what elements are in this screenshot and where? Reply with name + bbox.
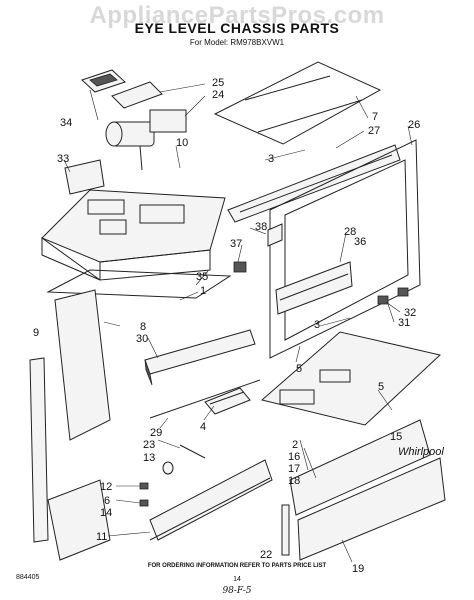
page-number: 14: [233, 576, 241, 583]
callout-32: 32: [404, 307, 416, 319]
part-block-6: [139, 499, 149, 507]
callout-15: 15: [390, 431, 402, 443]
callout-1: 1: [200, 285, 206, 297]
part-rod-29: [149, 379, 261, 419]
watermark: AppliancePartsPros.com: [89, 2, 385, 29]
callout-labels: 34 25 24 10 33 7 27 26 3 38 37 28 36 35 …: [33, 77, 420, 575]
callout-2: 2: [292, 439, 298, 451]
callout-4: 4: [200, 421, 206, 433]
part-spring-23: [179, 444, 206, 459]
part-post-22: [281, 504, 290, 556]
part-component-37: [233, 261, 247, 273]
ordering-note: FOR ORDERING INFORMATION REFER TO PARTS …: [147, 563, 327, 569]
callout-25: 25: [212, 77, 224, 89]
part-plate-25: [111, 81, 163, 109]
part-top-plate-34: [81, 69, 126, 93]
callout-5-right: 5: [378, 381, 384, 393]
part-post-9: [29, 357, 49, 543]
part-block-12: [139, 482, 149, 490]
part-bracket-38: [267, 223, 283, 247]
callout-36: 36: [354, 236, 366, 248]
callout-16: 16: [288, 451, 300, 463]
handwritten-mark: 98-F-5: [222, 586, 252, 596]
part-vent-4: [204, 387, 251, 415]
callout-23: 23: [143, 439, 155, 451]
leader-lines: [63, 83, 413, 563]
callout-24: 24: [212, 89, 224, 101]
document-number: 884405: [16, 574, 40, 581]
callout-8: 8: [140, 321, 146, 333]
callout-7: 7: [372, 111, 378, 123]
part-side-panel-8: [54, 289, 111, 441]
callout-30: 30: [136, 333, 148, 345]
callout-11: 11: [96, 531, 107, 543]
callout-35: 35: [196, 271, 208, 283]
part-grille-28: [275, 261, 353, 315]
part-lower-frame-11: [149, 459, 273, 541]
part-control-panel-frame-27: [227, 144, 401, 223]
callout-37: 37: [230, 238, 242, 250]
callout-33: 33: [57, 153, 69, 165]
callout-10: 10: [176, 137, 188, 149]
callout-18: 18: [288, 475, 300, 487]
part-top-housing-10: [41, 189, 226, 281]
callout-13: 13: [143, 452, 155, 464]
part-lower-tray: [260, 331, 442, 426]
callout-17: 17: [288, 463, 300, 475]
callout-29: 29: [150, 427, 162, 439]
callout-26: 26: [408, 119, 420, 131]
part-bottom-door-19: [297, 457, 446, 561]
callout-12: 12: [100, 481, 112, 493]
callout-9: 9: [33, 327, 39, 339]
callout-3-lower: 3: [314, 319, 320, 331]
part-switch-31: [377, 295, 389, 305]
part-bracket-14: [47, 479, 111, 561]
callout-27: 27: [368, 125, 380, 137]
callout-34: 34: [60, 117, 72, 129]
part-fan-motor-24: [105, 109, 187, 171]
callout-38: 38: [255, 221, 267, 233]
part-top-frame-7: [213, 61, 382, 145]
callout-6: 6: [104, 495, 110, 507]
page-title: EYE LEVEL CHASSIS PARTS: [134, 20, 340, 36]
part-bottom-plate-35: [46, 269, 232, 299]
part-filter-33: [64, 159, 105, 195]
callout-5-left: 5: [296, 363, 302, 375]
callout-3-upper: 3: [268, 153, 274, 165]
callout-19: 19: [352, 563, 364, 575]
model-subtitle: For Model: RM978BXVW1: [189, 38, 285, 47]
callout-31: 31: [398, 317, 410, 329]
part-knob-13: [162, 461, 174, 475]
part-switch-32: [397, 287, 409, 297]
callout-28: 28: [344, 226, 356, 238]
brand-mark: Whirlpool: [398, 446, 444, 458]
callout-22: 22: [260, 549, 272, 561]
part-door-panel-16: Whirlpool: [289, 419, 444, 516]
callout-14: 14: [100, 507, 112, 519]
part-rail-30: [144, 329, 256, 386]
